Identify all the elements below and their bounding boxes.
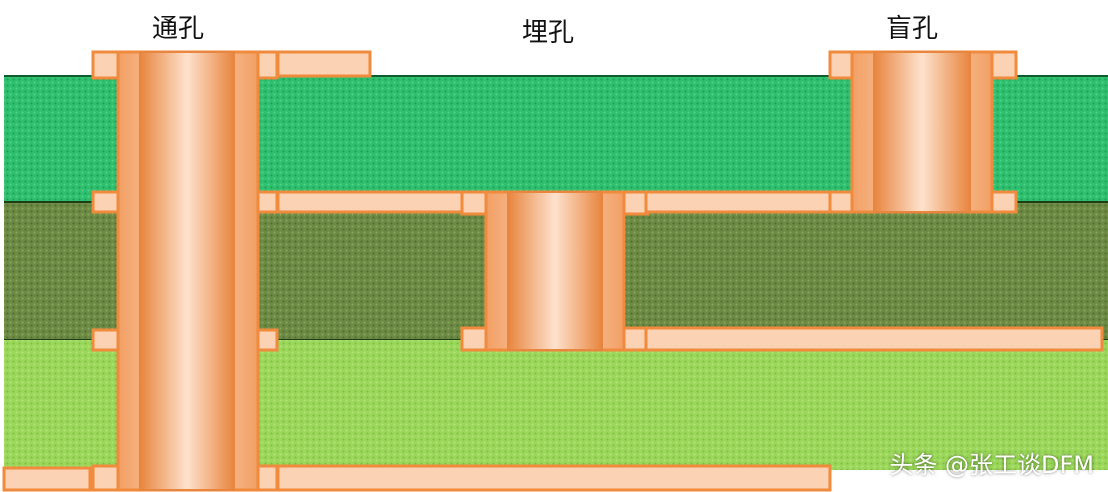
through-via xyxy=(116,50,260,492)
watermark: 头条 @张工谈DFM xyxy=(889,451,1094,479)
buried-via-label: 埋孔 xyxy=(522,18,575,48)
blind-via xyxy=(850,50,994,214)
buried-via xyxy=(484,190,626,352)
through-via-label: 通孔 xyxy=(152,14,205,44)
blind-via-label: 盲孔 xyxy=(886,14,939,44)
